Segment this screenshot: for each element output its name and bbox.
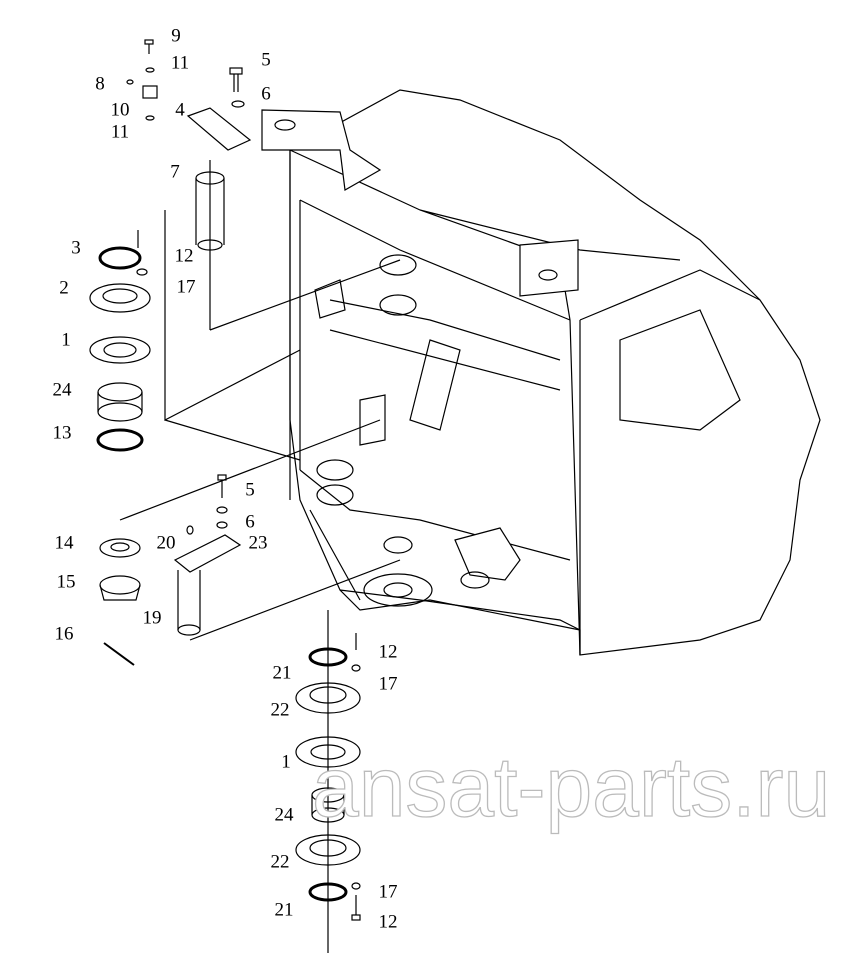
callout-22: 22	[270, 851, 290, 873]
callout-13: 13	[52, 422, 72, 444]
callout-5: 5	[261, 49, 271, 71]
middle-parts	[99, 419, 401, 666]
callout-24: 24	[52, 379, 72, 401]
callout-1: 1	[61, 329, 71, 351]
frame-body	[261, 89, 821, 656]
callout-21: 21	[272, 662, 292, 684]
callout-7: 7	[170, 161, 180, 183]
callout-12: 12	[174, 245, 194, 267]
callout-24: 24	[274, 804, 294, 826]
callout-17: 17	[378, 673, 398, 695]
callout-23: 23	[248, 532, 268, 554]
callout-14: 14	[54, 532, 74, 554]
callout-12: 12	[378, 911, 398, 933]
watermark: ansat-parts.ru	[311, 740, 831, 834]
lower-pivot-parts	[295, 610, 361, 953]
callout-19: 19	[142, 607, 162, 629]
callout-2: 2	[59, 277, 69, 299]
callout-6: 6	[245, 511, 255, 533]
callout-17: 17	[176, 276, 196, 298]
callout-11: 11	[110, 121, 130, 143]
callout-17: 17	[378, 881, 398, 903]
callout-20: 20	[156, 532, 176, 554]
callout-22: 22	[270, 699, 290, 721]
callout-3: 3	[71, 237, 81, 259]
callout-9: 9	[171, 25, 181, 47]
callout-10: 10	[110, 99, 130, 121]
callout-4: 4	[175, 99, 185, 121]
upper-pivot-parts	[89, 39, 401, 461]
callout-15: 15	[56, 571, 76, 593]
callout-6: 6	[261, 83, 271, 105]
callout-5: 5	[245, 479, 255, 501]
callout-1: 1	[281, 751, 291, 773]
callout-16: 16	[54, 623, 74, 645]
callout-12: 12	[378, 641, 398, 663]
callout-8: 8	[95, 73, 105, 95]
callout-11: 11	[170, 52, 190, 74]
callout-21: 21	[274, 899, 294, 921]
